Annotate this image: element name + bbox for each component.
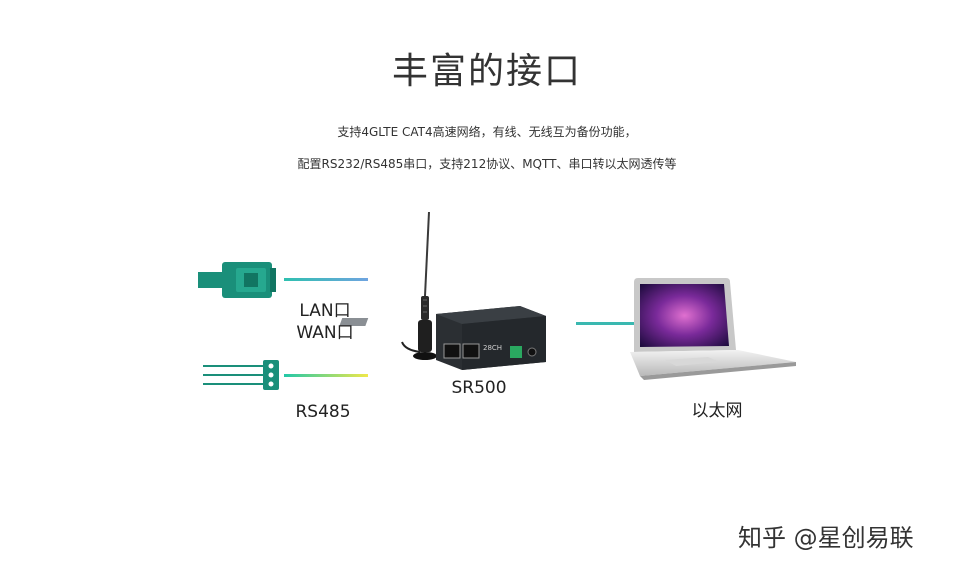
lan-wan-label: LAN口 WAN口: [280, 300, 370, 344]
lan-label-text: LAN口: [299, 301, 351, 321]
description-line-1: 支持4GLTE CAT4高速网络，有线、无线互为备份功能，: [337, 125, 637, 139]
wan-label-text: WAN口: [296, 323, 354, 343]
watermark: 知乎 @星创易联: [738, 524, 914, 552]
lan-connection-line: [284, 278, 368, 281]
page-title: 丰富的接口: [391, 51, 582, 92]
ethernet-connection-line: [576, 322, 646, 325]
ethernet-label: 以太网: [691, 401, 743, 421]
router-port-text: 28CH: [483, 344, 502, 352]
terminal-block-icon: [203, 360, 279, 390]
rs485-connection-line: [284, 374, 368, 377]
rj45-connector-icon: [198, 262, 276, 298]
description-line-2: 配置RS232/RS485串口，支持212协议、MQTT、串口转以太网透传等: [297, 157, 677, 171]
antenna-icon: [401, 211, 437, 360]
rs485-label: RS485: [295, 402, 351, 422]
device-label: SR500: [451, 378, 507, 398]
router-icon: [339, 306, 546, 370]
laptop-icon: [630, 278, 796, 380]
